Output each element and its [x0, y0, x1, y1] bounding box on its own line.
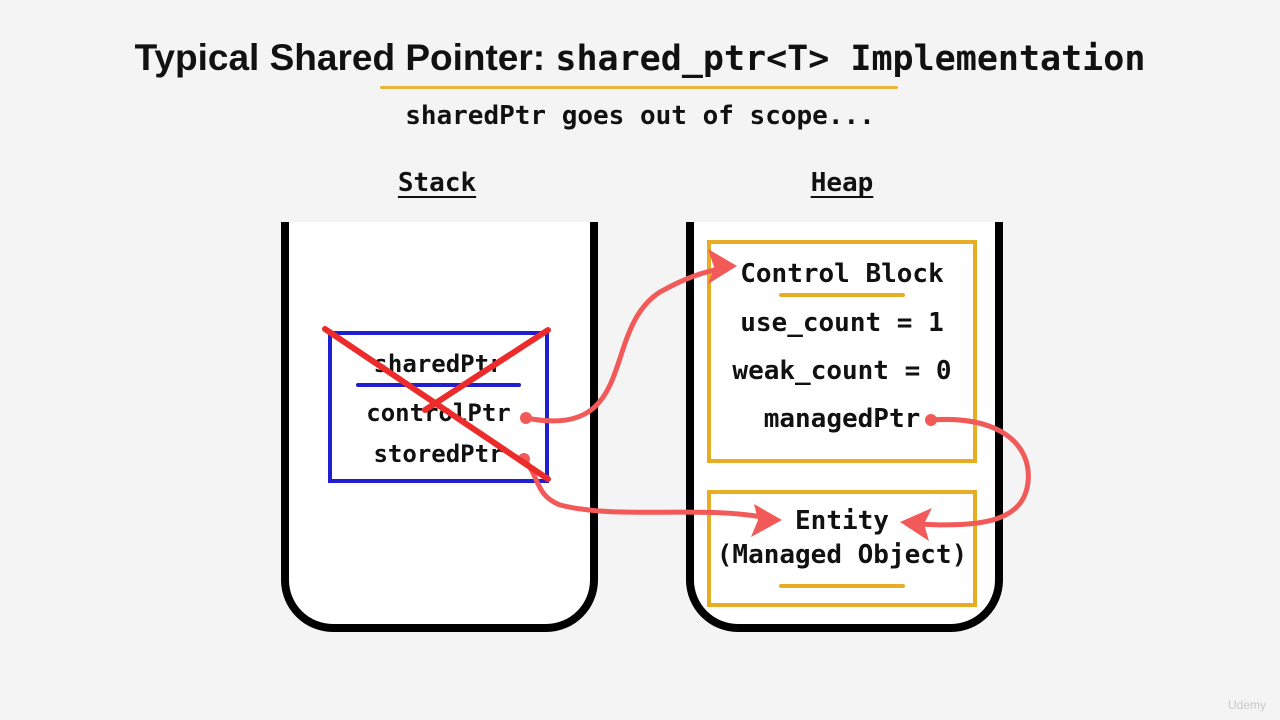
stored-ptr-arrowhead	[751, 504, 782, 537]
control-ptr-arrow	[523, 265, 729, 424]
weak-count-field: weak_count = 0	[732, 356, 952, 386]
stack-label: Stack	[397, 168, 477, 198]
entity-title: Entity	[795, 506, 889, 536]
cross-out-line-2	[422, 327, 551, 413]
page-title: Typical Shared Pointer: shared_ptr<T> Im…	[0, 36, 1280, 79]
managed-ptr-field: managedPtr	[763, 404, 921, 434]
subtitle: sharedPtr goes out of scope...	[405, 101, 875, 131]
shared-ptr-box	[328, 331, 549, 483]
managed-ptr-arrowhead	[900, 508, 932, 541]
watermark-logo: Udemy	[1227, 698, 1266, 712]
use-count-field: use_count = 1	[740, 308, 944, 338]
control-ptr-arrowhead	[708, 249, 737, 284]
title-prefix: Typical Shared Pointer:	[134, 37, 556, 78]
title-underline	[380, 86, 898, 89]
entity-subtitle: (Managed Object)	[716, 540, 968, 570]
control-block-box	[707, 240, 977, 463]
heap-label: Heap	[810, 168, 874, 198]
managed-ptr-dot	[925, 414, 937, 426]
heap-container	[686, 222, 1003, 632]
entity-underline	[779, 584, 905, 588]
entity-box	[707, 490, 977, 607]
managed-ptr-arrow	[915, 416, 1031, 528]
control-block-underline	[779, 293, 905, 297]
stored-ptr-arrow	[521, 456, 771, 521]
stored-ptr-field: storedPtr	[373, 440, 504, 468]
control-ptr-dot	[520, 412, 532, 424]
control-block-title: Control Block	[740, 259, 944, 289]
title-code: shared_ptr<T> Implementation	[555, 39, 1146, 79]
shared-ptr-underline	[356, 383, 521, 387]
